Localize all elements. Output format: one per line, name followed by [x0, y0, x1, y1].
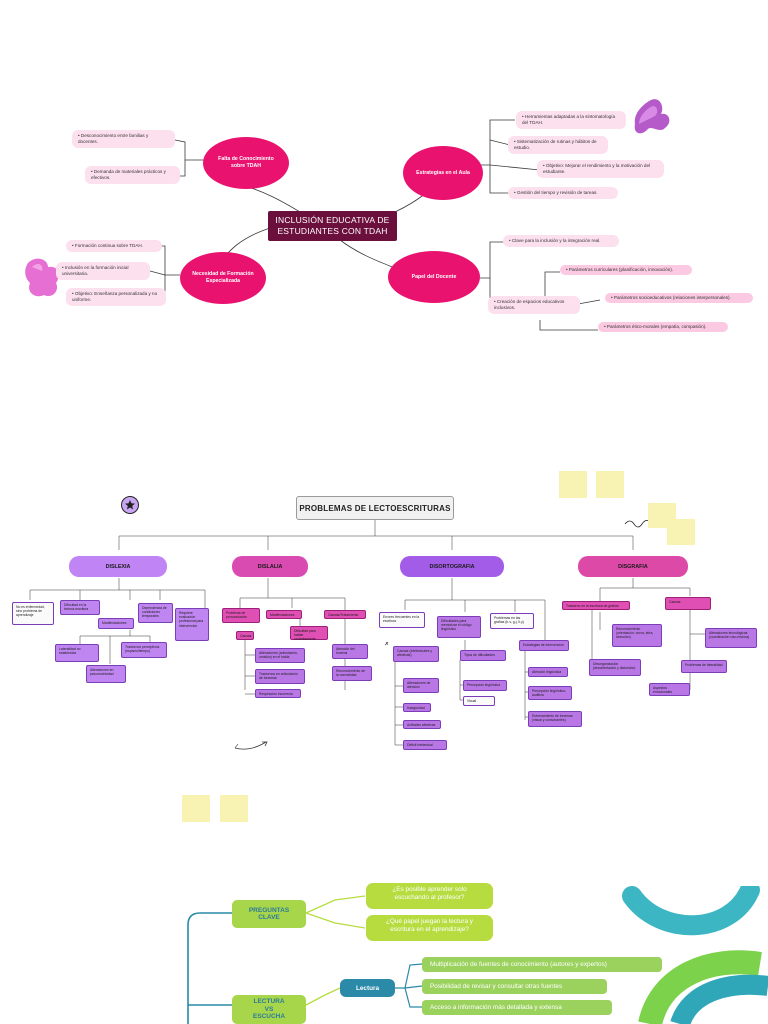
pink-ribbon-decoration: [634, 99, 670, 134]
dislexia-box: Manifestaciones: [98, 618, 134, 629]
squiggle-arrow: [624, 520, 651, 528]
leaf-estrategias-2: • Sistematización de rutinas y hábitos d…: [508, 136, 608, 154]
center-line-2: ESTUDIANTES CON TDAH: [277, 226, 388, 236]
disortografia-box: Percepción lingüística: [463, 680, 507, 691]
category-disortografia: DISORTOGRAFIA: [400, 556, 504, 577]
dislexia-box: Requiere evaluación profesional para int…: [175, 608, 209, 641]
leaf-estrategias-1: • Herramientas adaptadas a la sintomatol…: [516, 111, 626, 129]
dislalia-box: Dificultad para hablar correctamente: [290, 626, 328, 641]
dislexia-box: No es enfermedad, sino problema de apren…: [12, 602, 54, 625]
disgrafia-box: Aspectos emocionales: [649, 683, 690, 696]
dislexia-box: Trastornos perceptivos (espacio/tiempo): [121, 642, 167, 658]
lectura-item: Posibilidad de revisar y consultar otras…: [422, 979, 607, 994]
dislalia-box: Causas/Tratamiento: [324, 610, 366, 619]
node-estrategias-aula: Estrategias en el Aula: [403, 146, 483, 200]
dislalia-box: Atención del fonema: [332, 644, 368, 659]
category-dislalia: DISLALIA: [232, 556, 308, 577]
leaf-necesidad-1: • Formación continua sobre TDAH.: [66, 240, 162, 252]
leaf-falta-1: • Desconocimiento entre familias y docen…: [72, 130, 175, 148]
leaf-papel-sub-2: • Parámetros socioeducativos (relaciones…: [605, 293, 753, 303]
disortografia-box: Causas (intelectuales y afectivas): [393, 646, 439, 662]
star-badge-icon: [121, 496, 139, 514]
lectura-item: Acceso a información más detallada y ext…: [422, 1000, 612, 1015]
disortografia-box: Inseguridad: [403, 703, 431, 712]
leaf-papel-1: • Clave para la inclusión y la integraci…: [503, 235, 619, 247]
sticky-note: [596, 471, 624, 498]
disortografia-box: Alteraciones de atención: [403, 678, 439, 693]
pink-ribbon-decoration: [25, 258, 59, 297]
lectura-item: Multiplicación de fuentes de conocimient…: [422, 957, 662, 972]
sticky-note: [667, 519, 695, 545]
disortografia-box: Atención lingüística: [528, 667, 568, 677]
disortografia-box: Estrategias de intervención: [519, 640, 569, 651]
leaf-papel-sub-1: • Parámetros curriculares (planificación…: [560, 265, 692, 275]
leaf-necesidad-3: • Objetivo: Enseñanza personalizada y no…: [66, 288, 166, 306]
map2-title: PROBLEMAS DE LECTOESCRITURAS: [296, 496, 454, 520]
category-dislexia: DISLEXIA: [69, 556, 167, 577]
dislalia-box: Manifestaciones: [266, 610, 302, 619]
leaf-falta-2: • Demanda de materiales prácticos y efec…: [85, 166, 180, 184]
dislalia-box: Causas: [236, 631, 254, 640]
disortografia-box: Errores frecuentes en la escritura: [379, 612, 425, 628]
dislalia-box: Respiración incorrecta: [255, 689, 301, 698]
disgrafia-box: Reconocimiento (orientación, curva, letr…: [612, 624, 662, 647]
category-disgrafia: DISGRAFIA: [578, 556, 688, 577]
dislalia-box: Reconocimiento de la normalidad: [332, 666, 372, 681]
sticky-note: [182, 795, 210, 822]
disgrafia-box: Causas: [665, 597, 711, 610]
leaf-papel-2: • Creación de espacios educativos inclus…: [488, 296, 580, 314]
disgrafia-box: Trastorno en la escritura de grafías: [562, 601, 630, 610]
node-papel-docente: Papel del Docente: [388, 251, 480, 303]
dislexia-box: Dificultad en la lectura-escritura: [60, 600, 100, 615]
dislexia-box: Dependencia de condiciones temporales: [138, 603, 173, 623]
disgrafia-box: Desorganización (desorientación y distor…: [589, 659, 641, 676]
preguntas-clave-node: PREGUNTAS CLAVE: [232, 900, 306, 928]
leaf-necesidad-2: • Inclusión en la formación inicial univ…: [56, 262, 150, 280]
dislexia-box: Lateralidad no establecida: [55, 644, 99, 662]
teal-arc-decoration: [622, 886, 768, 1024]
map1-center-title: INCLUSIÓN EDUCATIVA DE ESTUDIANTES CON T…: [268, 211, 397, 241]
disortografia-box: Dificultades para memorizar el código li…: [437, 616, 481, 638]
center-line-1: INCLUSIÓN EDUCATIVA DE: [275, 215, 390, 225]
dislalia-box: Trastornos en articulación de fonemas: [255, 669, 305, 684]
disortografia-box: Déficit intelectual: [403, 740, 447, 750]
leaf-estrategias-3: • Objetivo: Mejorar el rendimiento y la …: [537, 160, 664, 178]
lectura-vs-escucha-node: LECTURA VS ESCUCHA: [232, 995, 306, 1024]
dislalia-box: Alteraciones (articulación, omisión) en …: [255, 648, 305, 663]
node-falta-conocimiento: Falta de Conocimiento sobre TDAH: [203, 137, 289, 189]
node-necesidad-formacion: Necesidad de Formación Especializada: [180, 252, 266, 304]
disortografia-box: Visual: [463, 696, 495, 706]
sticky-note: [559, 471, 587, 498]
disortografia-box: Problemas en las grafías (b-v, g-j, ll-y…: [490, 613, 534, 629]
disgrafia-box: Problemas de lateralidad: [681, 660, 727, 673]
sticky-note: [220, 795, 248, 822]
lectura-node: Lectura: [340, 979, 395, 997]
disgrafia-box: Alteraciones tecnológicas (coordinación …: [705, 628, 757, 648]
dislexia-box: Alteraciones en psicomotricidad: [86, 665, 126, 683]
leaf-estrategias-4: • Gestión del tiempo y revisión de tarea…: [508, 187, 618, 199]
disortografia-box: Tipos de dificultades: [460, 650, 506, 661]
dislalia-box: Problema de pronunciación: [222, 608, 260, 623]
leaf-papel-sub-3: • Parámetros ético-morales (empatía, com…: [598, 322, 728, 332]
disortografia-box: Actitudes afectivas: [403, 720, 441, 729]
disortografia-box: Percepción lingüístico-auditiva: [528, 686, 572, 700]
disortografia-box: Entrenamiento de fonemas (visual y conso…: [528, 711, 582, 727]
